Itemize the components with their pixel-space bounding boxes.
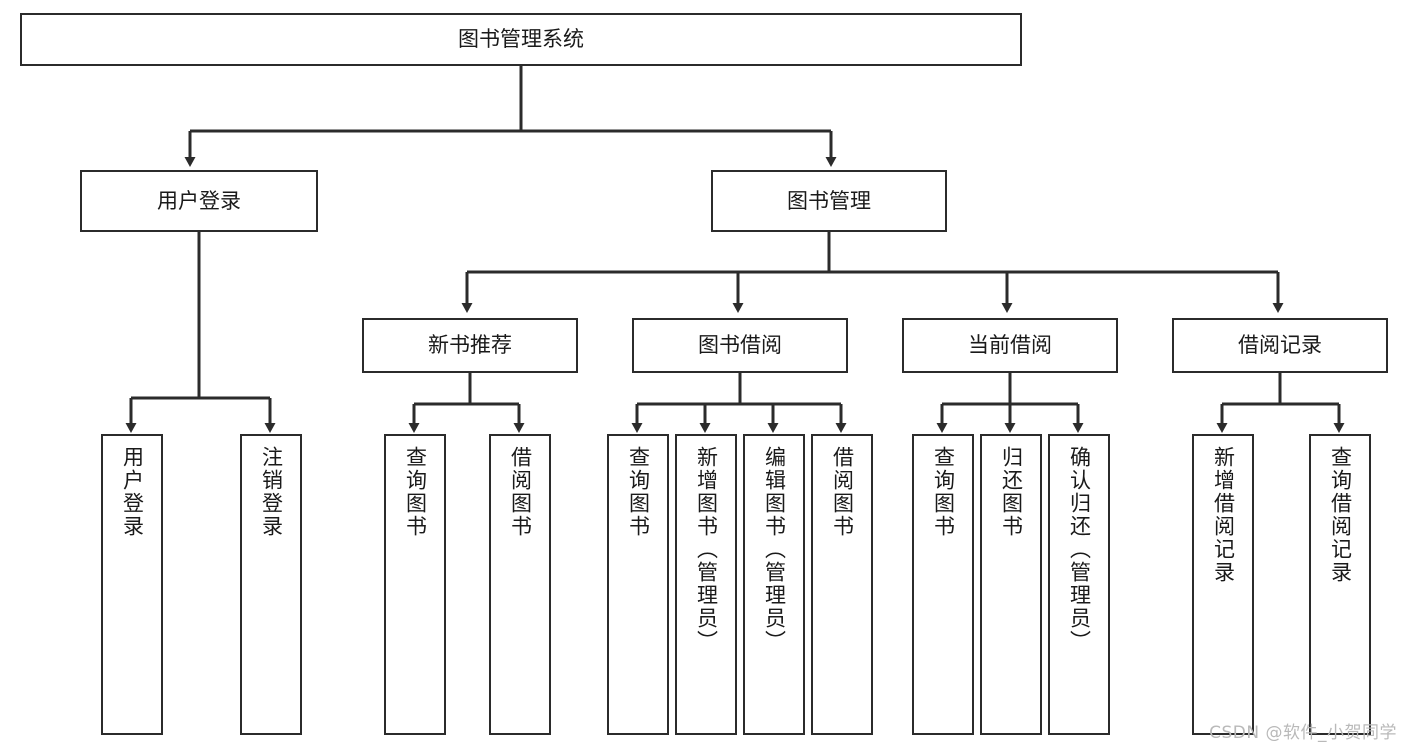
node-root-label: 图书管理系统	[458, 27, 584, 52]
leaf-user-login-label: 用户登录	[120, 446, 145, 538]
leaf-record-query[interactable]: 查询借阅记录	[1309, 434, 1371, 735]
node-current-borrow[interactable]: 当前借阅	[902, 318, 1118, 373]
leaf-borrow-query[interactable]: 查询图书	[607, 434, 669, 735]
leaf-borrow-edit-book-label: 编辑图书（管理员）	[762, 446, 787, 653]
leaf-user-login[interactable]: 用户登录	[101, 434, 163, 735]
leaf-record-add-label: 新增借阅记录	[1211, 446, 1236, 584]
csdn-watermark: CSDN @软件_小贺同学	[1209, 723, 1397, 743]
leaf-borrow-query-label: 查询图书	[626, 446, 651, 538]
leaf-current-confirm-return[interactable]: 确认归还（管理员）	[1048, 434, 1110, 735]
node-current-borrow-label: 当前借阅	[968, 333, 1052, 358]
leaf-borrow-add-book[interactable]: 新增图书（管理员）	[675, 434, 737, 735]
leaf-record-query-label: 查询借阅记录	[1328, 446, 1353, 584]
leaf-record-add[interactable]: 新增借阅记录	[1192, 434, 1254, 735]
leaf-current-query-label: 查询图书	[931, 446, 956, 538]
node-book-borrow-label: 图书借阅	[698, 333, 782, 358]
leaf-borrow-add-book-label: 新增图书（管理员）	[694, 446, 719, 653]
node-borrow-records[interactable]: 借阅记录	[1172, 318, 1388, 373]
node-book-management-label: 图书管理	[787, 188, 871, 213]
leaf-borrow-lend-book-label: 借阅图书	[830, 446, 855, 538]
node-user-login-label: 用户登录	[157, 188, 241, 213]
leaf-new-book-borrow[interactable]: 借阅图书	[489, 434, 551, 735]
leaf-new-book-query-label: 查询图书	[403, 446, 428, 538]
leaf-new-book-query[interactable]: 查询图书	[384, 434, 446, 735]
leaf-current-return[interactable]: 归还图书	[980, 434, 1042, 735]
leaf-current-return-label: 归还图书	[999, 446, 1024, 538]
leaf-current-query[interactable]: 查询图书	[912, 434, 974, 735]
node-borrow-records-label: 借阅记录	[1238, 333, 1322, 358]
leaf-current-confirm-return-label: 确认归还（管理员）	[1067, 446, 1092, 653]
leaf-new-book-borrow-label: 借阅图书	[508, 446, 533, 538]
node-book-borrow[interactable]: 图书借阅	[632, 318, 848, 373]
node-new-book-recommend[interactable]: 新书推荐	[362, 318, 578, 373]
leaf-user-logout[interactable]: 注销登录	[240, 434, 302, 735]
leaf-borrow-lend-book[interactable]: 借阅图书	[811, 434, 873, 735]
node-book-management[interactable]: 图书管理	[711, 170, 947, 232]
leaf-user-logout-label: 注销登录	[259, 446, 284, 538]
node-root[interactable]: 图书管理系统	[20, 13, 1022, 66]
node-user-login[interactable]: 用户登录	[80, 170, 318, 232]
leaf-borrow-edit-book[interactable]: 编辑图书（管理员）	[743, 434, 805, 735]
node-new-book-recommend-label: 新书推荐	[428, 333, 512, 358]
